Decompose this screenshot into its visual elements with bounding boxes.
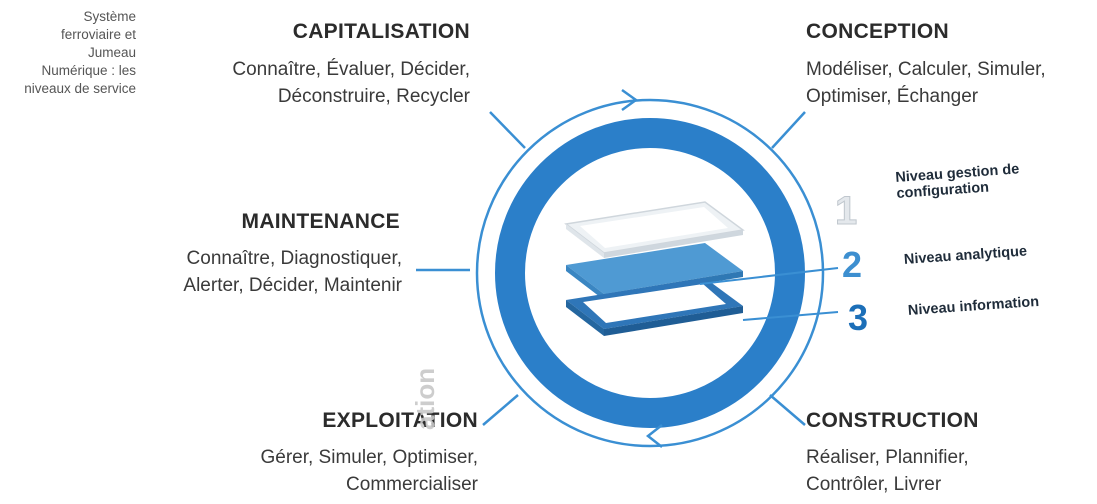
figure-caption: Système ferroviaire et Jumeau Numérique … bbox=[24, 9, 136, 96]
level-1-number: 1 bbox=[835, 189, 857, 233]
connector-conception bbox=[771, 111, 806, 149]
exploitation-line1: Gérer, Simuler, Optimiser, bbox=[260, 447, 478, 468]
plate-level-3 bbox=[566, 278, 743, 336]
level-2-connector bbox=[699, 267, 839, 285]
construction-line2: Contrôler, Livrer bbox=[806, 474, 942, 495]
connector-capitalisation bbox=[489, 111, 526, 149]
conception-desc: Modéliser, Calculer, Simuler, Optimiser,… bbox=[806, 56, 1091, 110]
level-3-connector bbox=[742, 311, 839, 321]
capitalisation-desc: Connaître, Évaluer, Décider, Déconstruir… bbox=[160, 56, 470, 110]
outer-cycle-circle bbox=[475, 98, 825, 448]
connector-construction bbox=[769, 394, 806, 426]
cycle-arrow-top-icon bbox=[621, 88, 639, 112]
maintenance-line1: Connaître, Diagnostiquer, bbox=[186, 248, 402, 269]
construction-line1: Réaliser, Plannifier, bbox=[806, 447, 969, 468]
capitalisation-title: CAPITALISATION bbox=[292, 20, 470, 43]
maintenance-line2: Alerter, Décider, Maintenir bbox=[183, 275, 402, 296]
exploitation-line2: Commercialiser bbox=[346, 474, 478, 495]
watermark-text: ation bbox=[410, 367, 440, 430]
maintenance-desc: Connaître, Diagnostiquer, Alerter, Décid… bbox=[100, 245, 402, 299]
capitalisation-line1: Connaître, Évaluer, Décider, bbox=[232, 59, 470, 80]
level-3-number: 3 bbox=[848, 297, 868, 338]
construction-desc: Réaliser, Plannifier, Contrôler, Livrer bbox=[806, 444, 1086, 498]
level-2-number: 2 bbox=[842, 244, 862, 285]
conception-line2: Optimiser, Échanger bbox=[806, 86, 979, 107]
construction-title: CONSTRUCTION bbox=[806, 409, 979, 432]
conception-line1: Modéliser, Calculer, Simuler, bbox=[806, 59, 1046, 80]
capitalisation-line2: Déconstruire, Recycler bbox=[277, 86, 470, 107]
exploitation-title: EXPLOITATION bbox=[322, 409, 478, 432]
conception-title: CONCEPTION bbox=[806, 20, 950, 43]
exploitation-desc: Gérer, Simuler, Optimiser, Commercialise… bbox=[170, 444, 478, 498]
plate-level-1 bbox=[564, 201, 745, 258]
maintenance-title: MAINTENANCE bbox=[241, 210, 400, 233]
connector-exploitation bbox=[482, 394, 519, 426]
cycle-arrow-bottom-icon bbox=[645, 424, 663, 448]
